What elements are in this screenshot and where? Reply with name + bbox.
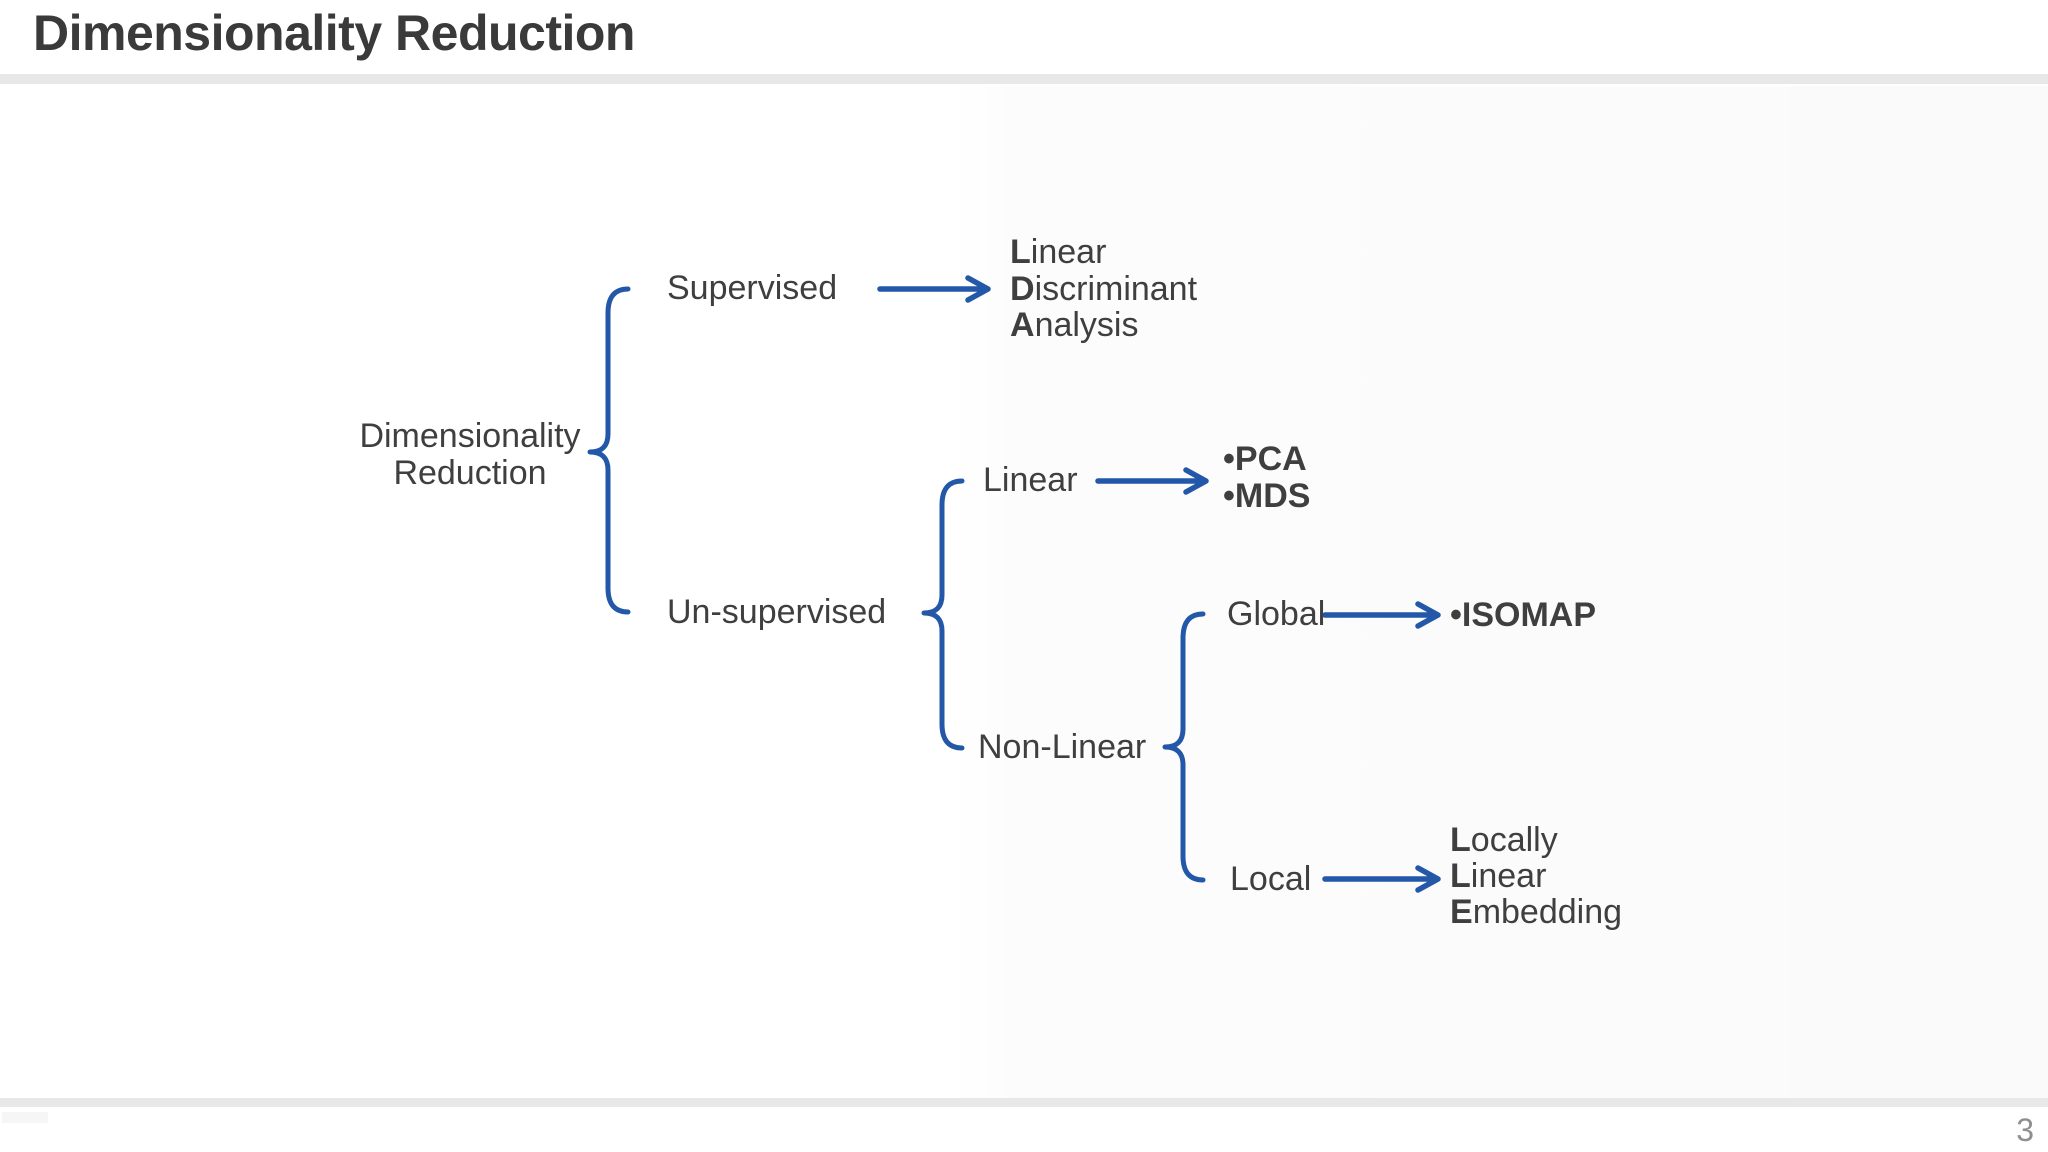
page-title: Dimensionality Reduction: [33, 5, 635, 61]
linear-label: Linear: [983, 461, 1078, 499]
linear-methods-block: •PCA •MDS: [1223, 441, 1310, 514]
supervised-label: Supervised: [667, 269, 838, 307]
arrow-supervised-lda: [877, 275, 991, 303]
global-label: Global: [1227, 595, 1326, 633]
bullet-icon: •: [1223, 476, 1235, 515]
method-mds: •MDS: [1223, 476, 1311, 515]
root-node: Dimensionality Reduction: [330, 418, 610, 491]
root-line-1: Dimensionality: [359, 417, 581, 455]
bullet-icon: •: [1223, 440, 1235, 478]
lda-line-1: Linear: [1010, 233, 1107, 271]
root-line-2: Reduction: [393, 453, 547, 492]
method-pca: •PCA: [1223, 440, 1307, 478]
footer-divider: [0, 1098, 2048, 1107]
page-number: 3: [2016, 1112, 2034, 1148]
footer-corner-chip: [2, 1112, 48, 1123]
lle-line-3: Embedding: [1450, 893, 1623, 931]
method-isomap: •ISOMAP: [1450, 596, 1597, 634]
lle-line-1: Locally: [1450, 821, 1558, 859]
connector-group: [587, 275, 1441, 893]
lda-block: Linear Discriminant Analysis: [1010, 234, 1197, 344]
lle-block: Locally Linear Embedding: [1450, 822, 1622, 930]
header-divider: [0, 74, 2048, 84]
arrow-local-lle: [1322, 865, 1441, 893]
lda-line-3: Analysis: [1010, 306, 1139, 344]
arrow-global-isomap: [1322, 601, 1441, 629]
global-methods-block: •ISOMAP: [1450, 597, 1596, 634]
brace-root: [587, 286, 631, 615]
bullet-icon: •: [1450, 596, 1462, 634]
unsupervised-label: Un-supervised: [667, 593, 887, 631]
local-label: Local: [1230, 860, 1312, 898]
lda-line-2: Discriminant: [1010, 269, 1198, 308]
arrow-linear-methods: [1095, 467, 1209, 495]
nonlinear-label: Non-Linear: [978, 728, 1147, 766]
brace-nonlinear: [1162, 611, 1206, 883]
lle-line-2: Linear: [1450, 857, 1547, 895]
brace-unsupervised: [921, 478, 965, 751]
